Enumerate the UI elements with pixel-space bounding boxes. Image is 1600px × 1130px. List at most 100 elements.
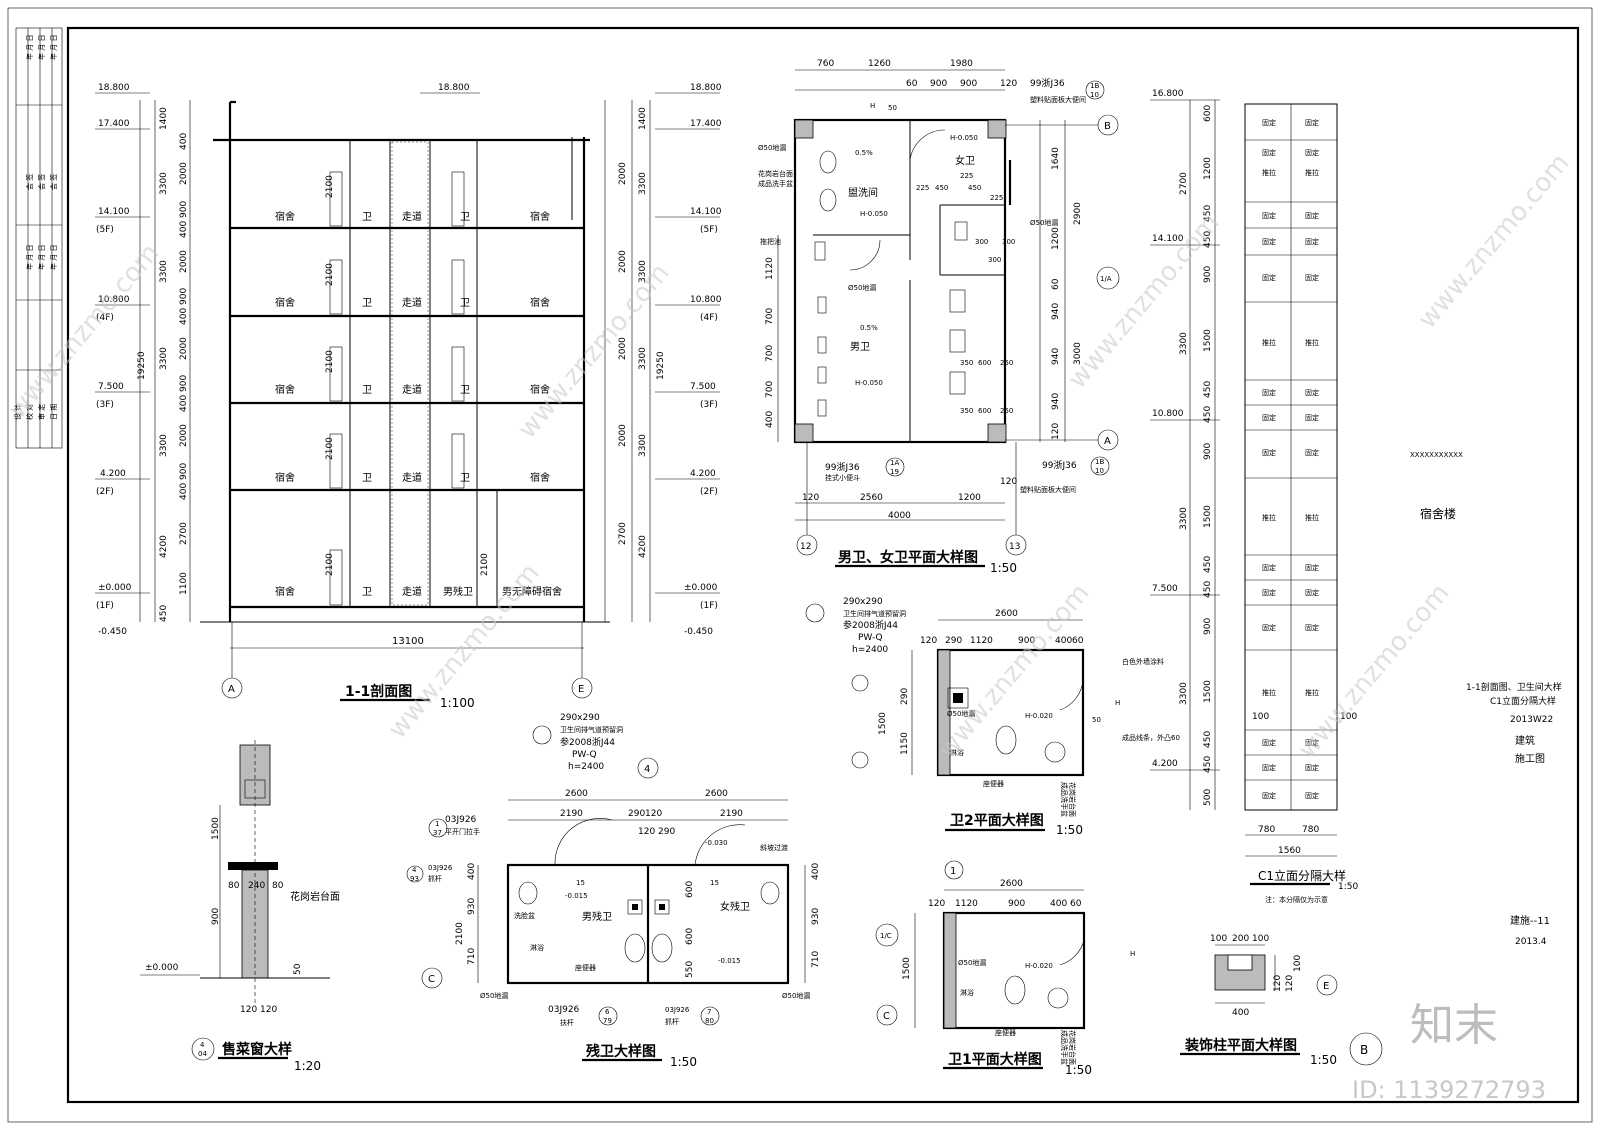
wc-3f-1: 卫 — [362, 385, 372, 396]
wc-2f-2: 卫 — [460, 473, 470, 484]
strip-text-3: 年 月 日 — [25, 35, 34, 60]
t2-vent: 290x290 — [843, 597, 883, 607]
tp-label-11: Ø50地漏 — [1030, 218, 1058, 227]
tp-r-8: 120 — [1051, 423, 1061, 440]
ac-ref4: 03J926 — [665, 1006, 690, 1014]
pt-elev-0: 16.800 — [1152, 89, 1184, 99]
wm-3: www.znzmo.com — [1062, 208, 1225, 394]
ac-axis-4-label: 4 — [644, 764, 650, 775]
tp-in-2: 225 — [960, 172, 973, 180]
section-1-1: 宿舍 卫 走道 卫 宿舍 宿舍 卫 走道 卫 宿舍 宿舍 卫 走道 卫 宿舍 宿… — [95, 83, 722, 710]
strip-text-11: 审 定 — [37, 404, 46, 420]
wm-2: www.znzmo.com — [512, 258, 675, 444]
elev-r-12: (1F) — [700, 601, 718, 611]
ac-l2: 710 — [467, 948, 477, 965]
ac-d2: 120 — [645, 809, 662, 819]
tp-h-val: 50 — [888, 104, 897, 112]
ac-ref1-tag-b: 37 — [433, 829, 442, 837]
pt-fixed-7: 固定 — [1262, 237, 1276, 246]
pt-d14: 450 — [1203, 731, 1213, 748]
pt-fixed-18: 固定 — [1305, 563, 1319, 572]
pt-b3: 3300 — [1179, 682, 1189, 705]
left-strip: 年 月 日 年 月 日 年 月 日 会 签 会 签 会 签 年 月 日 年 月 … — [13, 27, 63, 449]
elev-l-2: 17.400 — [98, 119, 130, 129]
col-axis-b-label: B — [1360, 1043, 1368, 1057]
room-5f-1: 宿舍 — [275, 210, 295, 223]
wd-d1: 900 — [211, 908, 221, 925]
pt-fixed-23: 固定 — [1262, 738, 1276, 747]
col-axis-e — [1316, 974, 1338, 996]
ac-m0: 600 — [685, 881, 695, 898]
tp-label-9: 拖把池 — [760, 237, 781, 246]
pt-bot-1: 780 — [1302, 825, 1319, 835]
door-h-2f: 2100 — [325, 437, 335, 460]
tp-label-10: Ø50地漏 — [848, 283, 876, 292]
dim-l-11: 3300 — [159, 347, 169, 370]
corridor-5f: 走道 — [402, 210, 422, 223]
t2-label-4: 花岗岩台面 — [1068, 782, 1077, 817]
title-block: XXXXXXXXXXX 宿舍楼 1-1剖面图、卫生间大样 C1立面分隔大样 20… — [1410, 451, 1562, 947]
pt-slide-1: 推拉 — [1262, 168, 1276, 177]
pt-d13: 1500 — [1203, 680, 1213, 703]
tp-ref-bl: 99浙J36 — [825, 461, 860, 473]
dim-l-8: 2000 — [179, 250, 189, 273]
tp-top-3: 1980 — [950, 59, 973, 69]
tp-ref-tag-bl-b: 19 — [890, 468, 899, 476]
pt-fixed-20: 固定 — [1305, 588, 1319, 597]
tp-r-0: 1640 — [1051, 147, 1061, 170]
strip-text-5: 会 签 — [37, 174, 46, 190]
t1-label-0: Ø50地漏 — [958, 958, 986, 967]
elev-r-10: (2F) — [700, 487, 718, 497]
dim-l-17: 900 — [179, 463, 189, 480]
pt-d12: 900 — [1203, 618, 1213, 635]
dim-l-total: 19250 — [137, 351, 147, 380]
t2-label-3: H-0.020 — [1025, 712, 1053, 720]
ac-w-right: 2600 — [705, 789, 728, 799]
wc-5f-1: 卫 — [362, 212, 372, 223]
ac-label-1: 男残卫 — [582, 910, 612, 923]
ac-ref1-tag-a: 1 — [435, 820, 439, 828]
pt-fixed-24: 固定 — [1305, 738, 1319, 747]
elev-r-1: 18.800 — [690, 83, 722, 93]
dim-l-13: 900 — [179, 375, 189, 392]
pt-fixed-15: 固定 — [1262, 448, 1276, 457]
room-4f-2: 宿舍 — [530, 296, 550, 309]
outer-border — [7, 7, 1593, 1123]
pt-fixed-28: 固定 — [1305, 791, 1319, 800]
section-width: 13100 — [392, 636, 424, 647]
toilet-plan: 760 1260 1980 60 900 900 120 99浙J36 塑料贴面… — [758, 59, 1120, 575]
ac-axis-4 — [637, 757, 659, 779]
strip-text-6: 会 签 — [25, 174, 34, 190]
pt-fixed-13: 固定 — [1262, 413, 1276, 422]
tp-ref-tag-top-b: 10 — [1090, 91, 1099, 99]
t2-h: H — [1115, 699, 1120, 707]
pt-d11: 450 — [1203, 581, 1213, 598]
tp-r-4: 940 — [1051, 303, 1061, 320]
corridor-3f: 走道 — [402, 383, 422, 396]
tp-l-4: 400 — [765, 411, 775, 428]
toilet1-plan: 1 2600 120 1120 900 400 60 1500 Ø50地漏 淋浴… — [875, 860, 1135, 1077]
ac-vent-ref: 参2008浙J44 — [560, 736, 615, 748]
tp-l-1: 700 — [765, 308, 775, 325]
t1-label-3: H-0.020 — [1025, 962, 1053, 970]
elev-l-7: 7.500 — [98, 382, 124, 392]
col-title: 装饰柱平面大样图 — [1184, 1037, 1297, 1054]
strip-text-13: 设 计 — [13, 404, 22, 420]
tp-sub-3: 900 — [960, 79, 977, 89]
door-h-3f: 2100 — [325, 350, 335, 373]
ac-label-6: -0.015 — [718, 957, 741, 965]
ground-room-2: 男无障碍宿舍 — [502, 585, 562, 598]
section-title: 1-1剖面图 — [345, 683, 412, 700]
pt-fixed-9: 固定 — [1262, 273, 1276, 282]
elev-l-8: (3F) — [96, 400, 114, 410]
dim-r-9: 2000 — [618, 337, 628, 360]
wc-4f-2: 卫 — [460, 298, 470, 309]
pt-elev-3: 7.500 — [1152, 584, 1178, 594]
room-4f-1: 宿舍 — [275, 296, 295, 309]
strip-text-10: 日 期 — [50, 404, 58, 420]
tp-in-27: 250 — [1000, 407, 1013, 415]
ac-label-4: 座便器 — [575, 963, 596, 972]
t1-axis-1-label: 1 — [950, 866, 956, 877]
pt-elev-1: 14.100 — [1152, 234, 1184, 244]
tp-top-2: 1260 — [868, 59, 891, 69]
